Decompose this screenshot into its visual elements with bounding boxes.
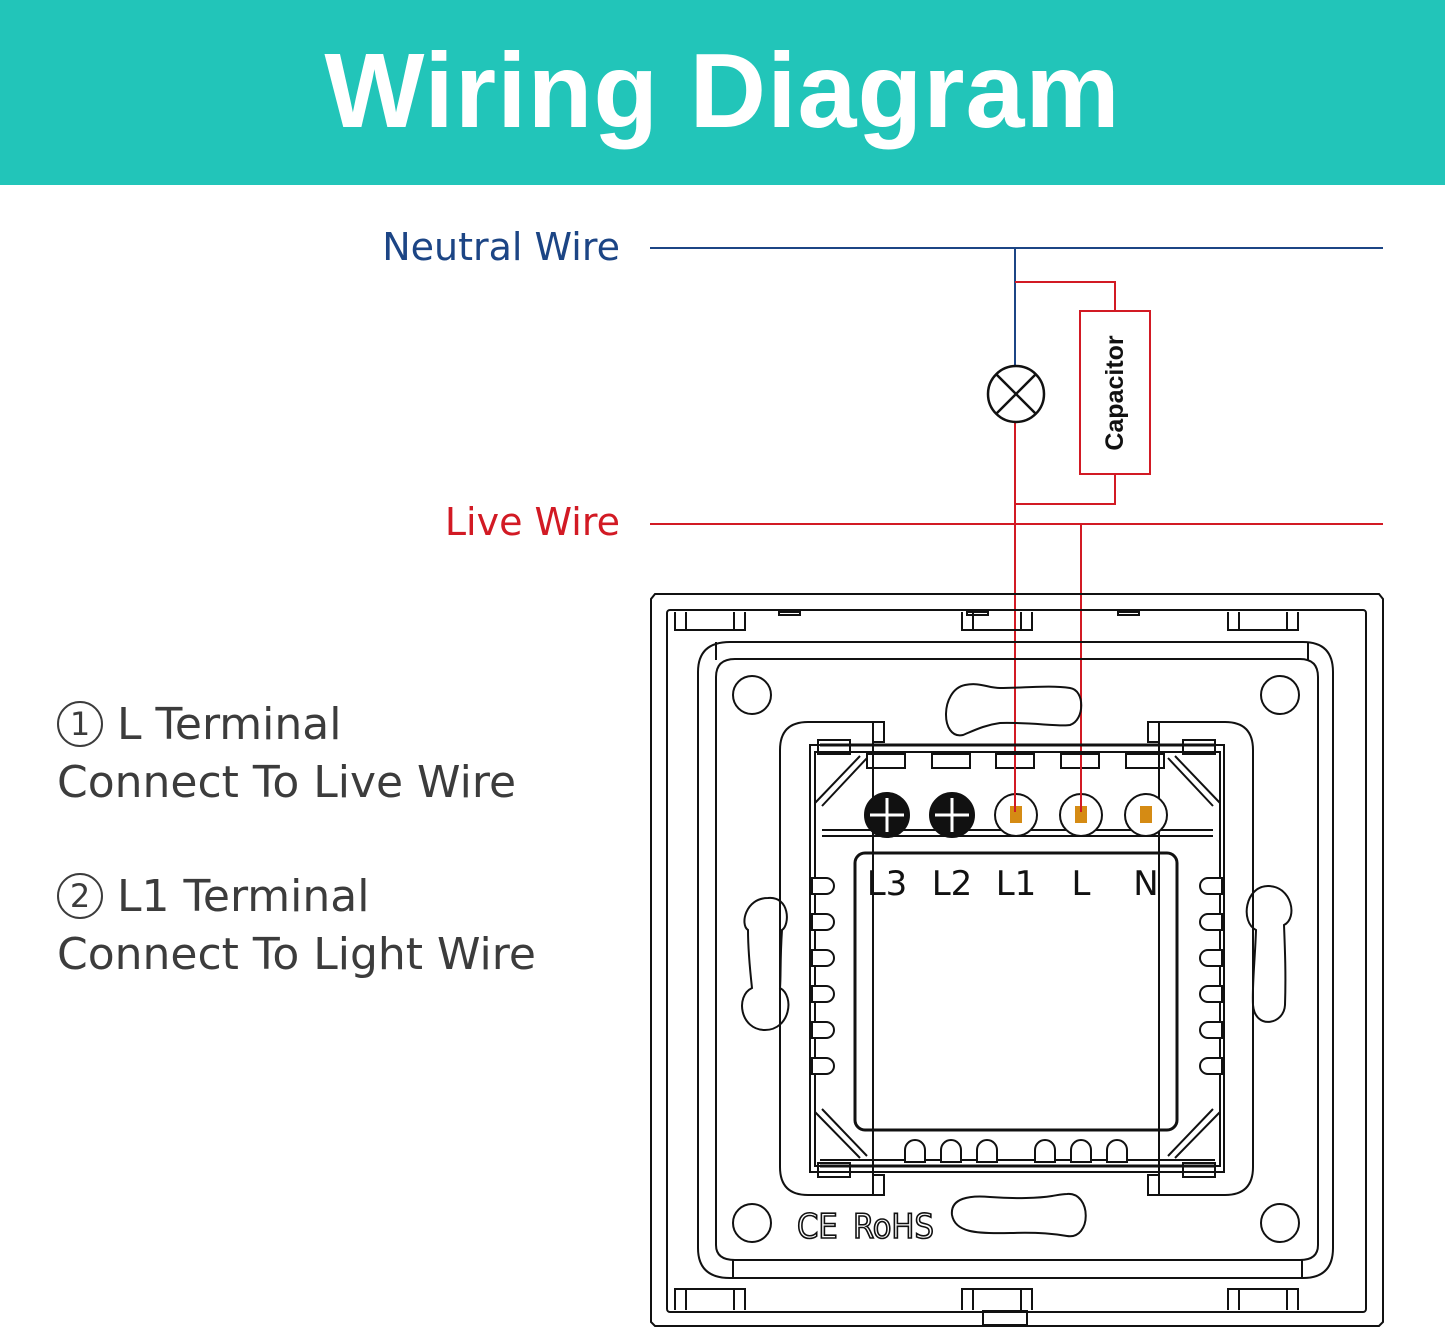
circuit (650, 247, 1383, 812)
lamp-icon (986, 364, 1046, 424)
keyhole-slot (950, 1192, 1087, 1238)
live-wire-label: Live Wire (444, 500, 620, 544)
capacitor-bottom-lead (1015, 474, 1116, 505)
frame-clip (674, 1288, 746, 1310)
terminal-label: L3 (867, 864, 908, 904)
screw-hole (732, 1203, 772, 1243)
side-clips-right (1199, 877, 1223, 1075)
side-clips-left (811, 877, 835, 1075)
terminal-label: L2 (932, 864, 973, 904)
capacitor-top-lead (1015, 281, 1116, 311)
legend-item-description: Connect To Light Wire (57, 929, 536, 980)
frame-clip (961, 1288, 1033, 1310)
terminal-screw-l1 (994, 793, 1038, 837)
legend-item-description: Connect To Live Wire (57, 757, 517, 808)
capacitor-label: Capacitor (1101, 335, 1129, 451)
terminal-label: N (1133, 864, 1158, 904)
frame-clip (1227, 1288, 1299, 1310)
ce-mark-icon: CE (797, 1207, 838, 1247)
terminal-screw-n (1124, 793, 1168, 837)
legend-terminal-name: L1 Terminal (117, 871, 370, 922)
module-bracket (779, 721, 885, 1196)
inner-frame (666, 609, 1367, 1313)
legend-item: 2 L1 Terminal Connect To Light Wire (57, 868, 536, 984)
outer-frame (650, 593, 1384, 1327)
circled-number-icon: 2 (57, 873, 103, 919)
screw-hole (732, 675, 772, 715)
legend-item-title: 2 L1 Terminal (57, 868, 536, 926)
frame-clip (674, 612, 746, 631)
legend-item: 1 L Terminal Connect To Live Wire (57, 696, 516, 812)
legend-terminal-name: L Terminal (117, 699, 342, 750)
switch-back-plate (650, 593, 1384, 1327)
terminal-label-panel (853, 851, 1179, 1132)
rohs-mark: RoHS (853, 1207, 934, 1247)
screw-hole (1260, 675, 1300, 715)
terminal-label: L (1072, 864, 1091, 904)
circled-number-icon: 1 (57, 701, 103, 747)
keyhole-slot (741, 896, 790, 1032)
bottom-notch (982, 1310, 1028, 1326)
title-banner: Wiring Diagram (0, 0, 1445, 185)
legend-item-title: 1 L Terminal (57, 696, 516, 754)
neutral-wire-label: Neutral Wire (382, 225, 620, 269)
terminal-label: L1 (996, 864, 1037, 904)
page-title: Wiring Diagram (324, 31, 1121, 150)
terminal-screw-l2 (929, 792, 975, 838)
terminal-screws (864, 792, 1168, 838)
screw-hole (1260, 1203, 1300, 1243)
bottom-clips (904, 1139, 1128, 1163)
frame-clip (1227, 612, 1299, 631)
terminal-screw-l3 (864, 792, 910, 838)
keyhole-slot (945, 683, 1083, 737)
